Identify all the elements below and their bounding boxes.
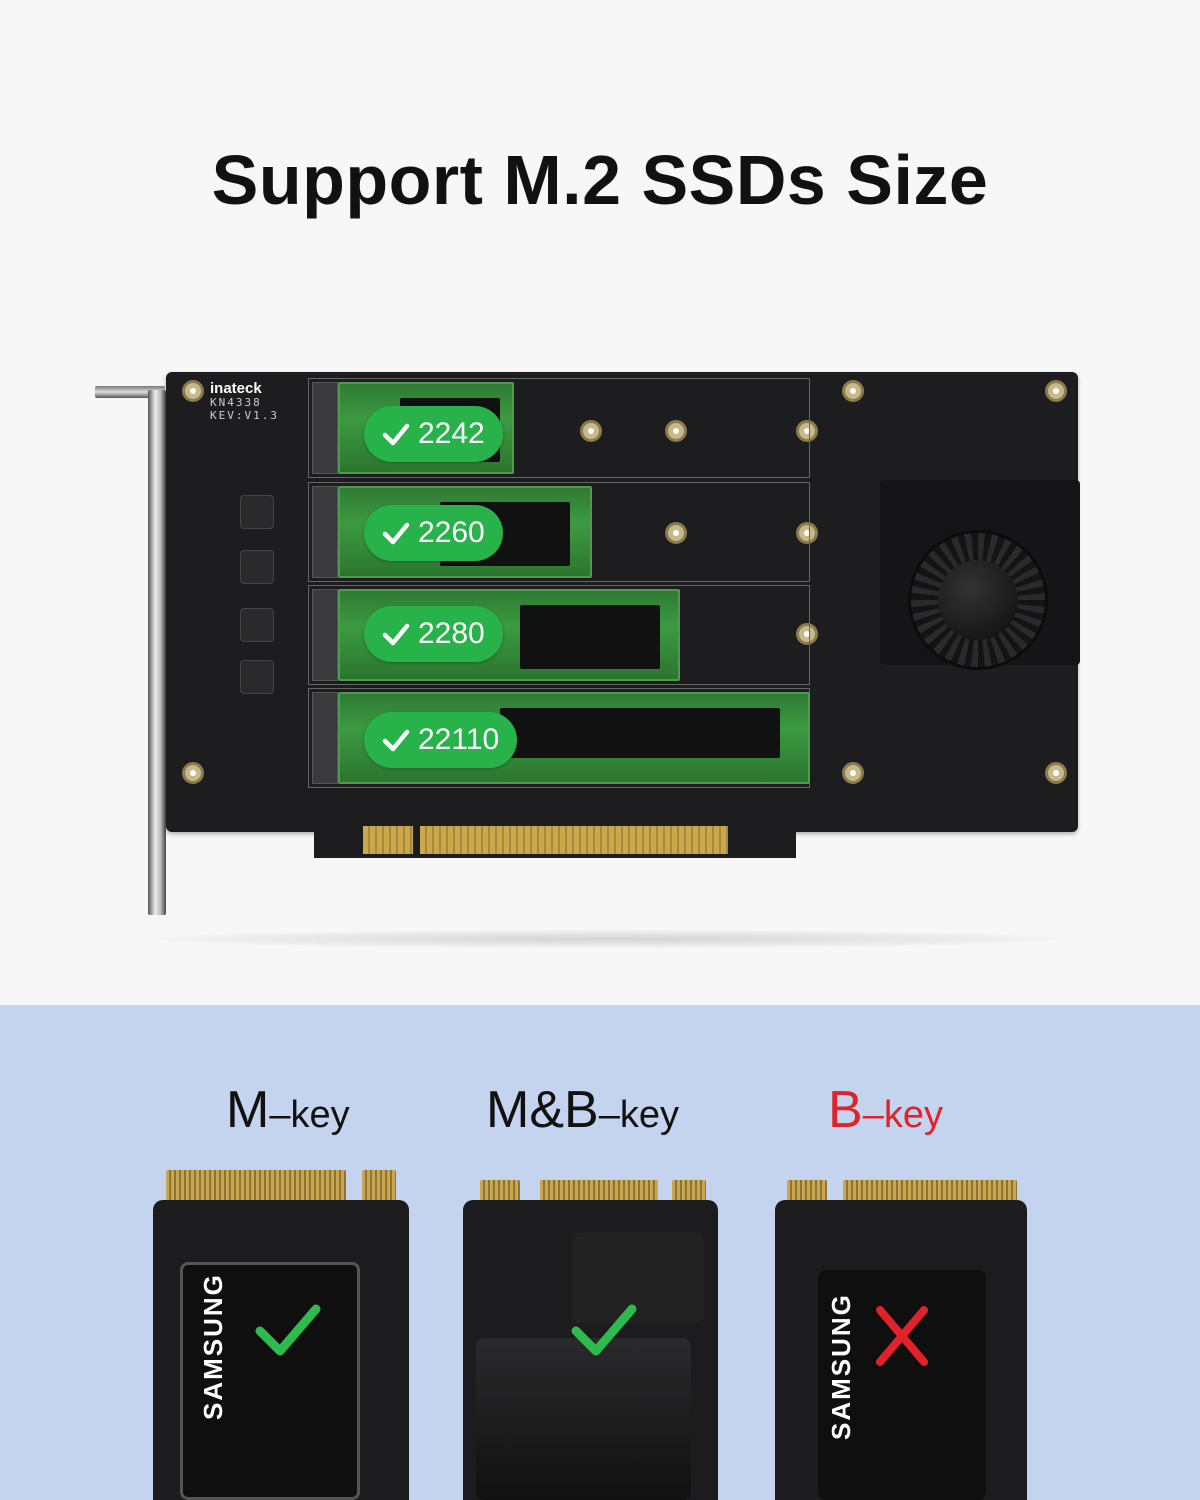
m2-connector xyxy=(312,692,338,784)
standoff-22110 xyxy=(796,623,818,645)
check-icon xyxy=(255,1304,321,1356)
gold-pins xyxy=(843,1180,1017,1202)
controller-package xyxy=(180,1262,360,1500)
mount-hole xyxy=(182,762,204,784)
check-icon xyxy=(382,623,410,646)
gold-pins xyxy=(362,1170,396,1200)
cross-icon xyxy=(876,1306,928,1366)
check-icon xyxy=(382,423,410,446)
standoff-2260 xyxy=(580,420,602,442)
key-label-mb: M&B–key xyxy=(486,1081,679,1139)
m2-connector xyxy=(312,382,338,474)
model-number: KN4338 xyxy=(210,396,262,409)
size-label: 2242 xyxy=(418,417,485,450)
standoff-2280 xyxy=(665,420,687,442)
gold-pins xyxy=(787,1180,827,1202)
key-label-b: B–key xyxy=(828,1081,943,1139)
check-icon xyxy=(382,522,410,545)
revision-number: KEV:V1.3 xyxy=(210,409,279,422)
mount-hole xyxy=(1045,762,1067,784)
standoff-2280 xyxy=(665,522,687,544)
size-badge-2260: 2260 xyxy=(364,505,503,561)
gold-pins xyxy=(166,1170,346,1200)
size-label: 2260 xyxy=(418,516,485,549)
size-badge-2242: 2242 xyxy=(364,406,503,462)
key-label-m: M–key xyxy=(226,1081,350,1139)
drive-brand: SAMSUNG xyxy=(198,1273,228,1420)
bracket-tab xyxy=(95,386,165,398)
model-label: KN4338 KEV:V1.3 xyxy=(210,396,279,422)
size-label: 22110 xyxy=(418,723,500,756)
nand-package xyxy=(476,1338,691,1500)
m2-slot-3 xyxy=(308,585,810,685)
power-component xyxy=(240,550,274,584)
power-component xyxy=(240,660,274,694)
standoff-22110 xyxy=(796,522,818,544)
power-component xyxy=(240,495,274,529)
pcie-bracket xyxy=(148,390,166,915)
m2-connector xyxy=(312,486,338,578)
controller-package xyxy=(818,1270,986,1500)
size-label: 2280 xyxy=(418,617,485,650)
mount-hole xyxy=(842,380,864,402)
nand-package xyxy=(572,1233,704,1323)
product-shadow xyxy=(160,930,1060,948)
fan-hub xyxy=(938,560,1018,640)
m2-slot-1 xyxy=(308,378,810,478)
standoff-22110 xyxy=(796,420,818,442)
check-icon xyxy=(382,729,410,752)
brand-logo: inateck xyxy=(210,380,262,397)
drive-brand: SAMSUNG xyxy=(826,1293,856,1440)
m2-connector xyxy=(312,589,338,681)
size-badge-2280: 2280 xyxy=(364,606,503,662)
power-component xyxy=(240,608,274,642)
gold-pins xyxy=(480,1180,520,1202)
size-badge-22110: 22110 xyxy=(364,712,518,768)
page-title: Support M.2 SSDs Size xyxy=(211,141,989,219)
pcie-gold-fingers-long xyxy=(420,826,728,854)
mount-hole xyxy=(1045,380,1067,402)
mount-hole xyxy=(182,380,204,402)
mount-hole xyxy=(842,762,864,784)
gold-pins xyxy=(540,1180,658,1202)
check-icon xyxy=(571,1304,637,1356)
m2-slot-2 xyxy=(308,482,810,582)
gold-pins xyxy=(672,1180,706,1202)
pcie-gold-fingers-short xyxy=(363,826,413,854)
